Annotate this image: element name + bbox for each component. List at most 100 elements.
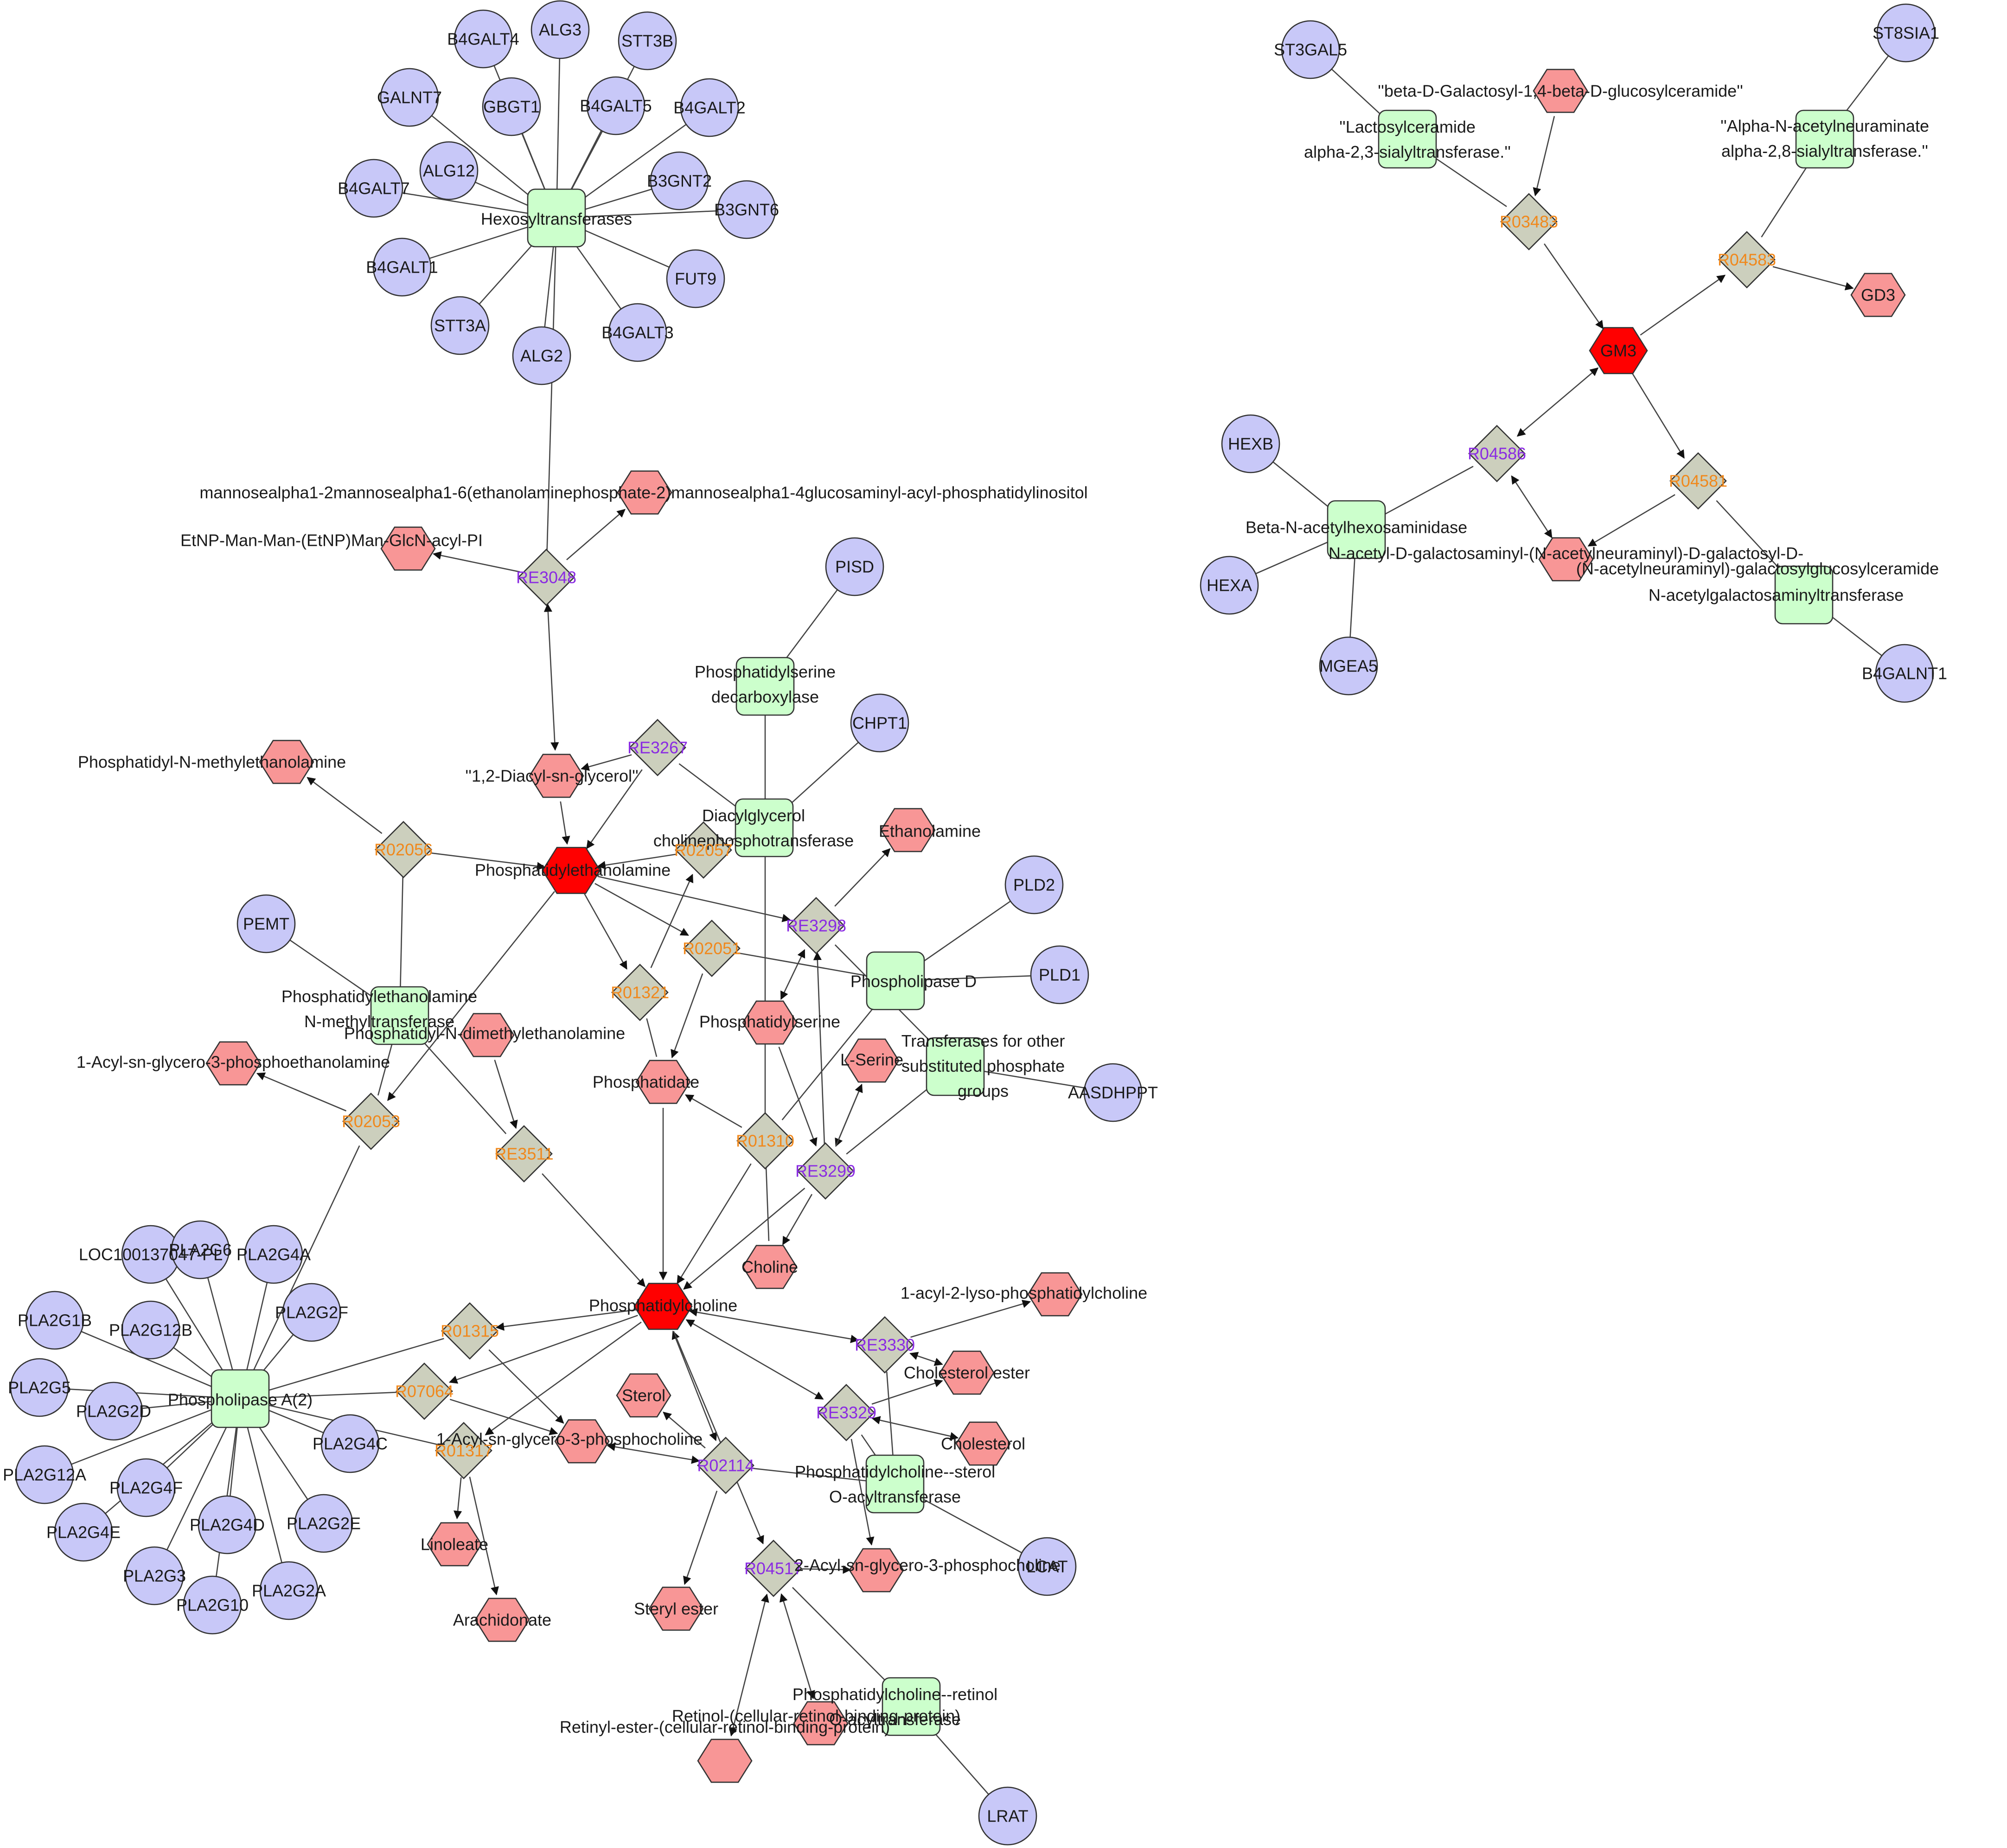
compound-node-cmpd_cholesterol_ester[interactable] [939, 1350, 995, 1395]
compound-node-cmpd_ga2[interactable] [1538, 537, 1594, 582]
gene-node-CHPT1[interactable] [850, 693, 909, 753]
compound-node-cmpd_steryl_ester[interactable] [648, 1586, 704, 1631]
gene-node-B4GALT2[interactable] [680, 78, 739, 137]
gene-node-GALNT7[interactable] [380, 68, 439, 127]
gene-node-ALG2[interactable] [512, 326, 571, 385]
gene-node-PLD2[interactable] [1004, 855, 1064, 914]
gene-node-STT3A[interactable] [430, 296, 490, 355]
gene-node-LCAT[interactable] [1017, 1537, 1077, 1596]
enzyme-node-PEMT_enzyme[interactable] [370, 986, 429, 1045]
compound-node-cmpd_lyso_pc[interactable] [554, 1419, 610, 1464]
hub-node-GM3[interactable] [1589, 327, 1648, 374]
gene-node-PLA2G1B[interactable] [25, 1291, 84, 1350]
reaction-node-R03483[interactable] [1500, 193, 1558, 250]
compound-node-cmpd_2acyl_lyso_pc[interactable] [849, 1548, 904, 1592]
compound-node-cmpd_linoleate[interactable] [427, 1522, 482, 1567]
gene-node-ST3GAL5[interactable] [1281, 20, 1340, 79]
enzyme-node-Hexosyltransferases[interactable] [527, 188, 586, 248]
gene-node-B4GALT7[interactable] [344, 159, 403, 218]
gene-node-FUT9[interactable] [666, 249, 725, 308]
gene-node-PLA2G4E[interactable] [54, 1503, 113, 1562]
enzyme-node-DAG_cpt[interactable] [735, 798, 794, 857]
gene-node-PLA2G2F[interactable] [282, 1283, 341, 1342]
reaction-node-R02053[interactable] [342, 1093, 400, 1150]
gene-node-PLA2G2D[interactable] [84, 1381, 143, 1441]
gene-node-PISD[interactable] [825, 537, 884, 596]
enzyme-node-Beta_hexosaminidase[interactable] [1327, 500, 1386, 559]
reaction-node-RE3267[interactable] [629, 719, 686, 776]
compound-node-cmpd_cholesterol[interactable] [955, 1421, 1011, 1466]
reaction-node-R01310[interactable] [736, 1112, 794, 1170]
reaction-node-R02057[interactable] [675, 821, 732, 879]
gene-node-PEMT[interactable] [236, 894, 296, 953]
gene-node-GBGT1[interactable] [482, 77, 541, 136]
gene-node-LRAT[interactable] [978, 1786, 1037, 1846]
compound-node-cmpd_lyso_pe[interactable] [205, 1041, 261, 1086]
reaction-node-R07064[interactable] [396, 1362, 453, 1420]
compound-node-cmpd_sterol[interactable] [616, 1373, 671, 1418]
gene-node-PLA2G6[interactable] [171, 1220, 230, 1279]
hub-node-PE[interactable] [542, 847, 601, 894]
compound-node-cmpd_acyl2lyso_pc[interactable] [1027, 1272, 1083, 1317]
compound-node-cmpd_lserine[interactable] [844, 1038, 900, 1083]
compound-node-cmpd_dag[interactable] [529, 754, 584, 798]
gene-node-B4GALT5[interactable] [586, 76, 646, 135]
gene-node-PLA2G4F[interactable] [116, 1458, 176, 1517]
compound-node-cmpd_gd3[interactable] [1850, 273, 1906, 317]
enzyme-node-PLA2[interactable] [211, 1369, 270, 1428]
gene-node-B3GNT2[interactable] [650, 151, 709, 211]
gene-node-PLA2G4A[interactable] [244, 1225, 303, 1284]
gene-node-PLA2G12B[interactable] [121, 1300, 180, 1360]
reaction-node-R04583[interactable] [1718, 231, 1776, 288]
reaction-node-R01321[interactable] [611, 964, 669, 1021]
reaction-node-RE3330[interactable] [856, 1316, 914, 1374]
reaction-node-R02051[interactable] [683, 920, 741, 977]
gene-node-PLA2G5[interactable] [10, 1358, 69, 1417]
gene-node-PLD1[interactable] [1030, 945, 1089, 1004]
gene-node-B3GNT6[interactable] [717, 180, 776, 239]
compound-node-cmpd_pdme[interactable] [459, 1013, 515, 1057]
compound-node-cmpd_phosphatidate[interactable] [635, 1060, 691, 1104]
gene-node-PLA2G2A[interactable] [259, 1561, 319, 1620]
gene-node-HEXA[interactable] [1200, 556, 1259, 615]
gene-node-PLA2G3[interactable] [125, 1546, 184, 1605]
compound-node-cmpd_lactosylcer[interactable] [1533, 69, 1588, 113]
gene-node-B4GALT1[interactable] [372, 237, 432, 297]
reaction-node-RE3048[interactable] [518, 549, 575, 606]
compound-node-cmpd_retinol_crbp[interactable] [793, 1701, 849, 1746]
enzyme-node-PLD[interactable] [866, 951, 925, 1010]
enzyme-node-Alpha_N_st[interactable] [1795, 109, 1854, 169]
reaction-node-R01315[interactable] [441, 1302, 499, 1360]
gene-node-ST8SIA1[interactable] [1876, 3, 1936, 63]
hub-node-PC[interactable] [633, 1283, 693, 1330]
compound-node-cmpd_retinyl_ester_crbp[interactable] [697, 1739, 753, 1783]
enzyme-node-Transferases_other[interactable] [926, 1037, 985, 1096]
gene-node-B4GALT3[interactable] [608, 303, 667, 362]
reaction-node-RE3299[interactable] [797, 1142, 854, 1200]
gene-node-B4GALNT1[interactable] [1875, 644, 1934, 703]
reaction-node-R02056[interactable] [375, 821, 432, 878]
gene-node-B4GALT4[interactable] [454, 9, 513, 69]
reaction-node-RE3329[interactable] [818, 1384, 875, 1441]
gene-node-PLA2G12A[interactable] [15, 1445, 74, 1504]
reaction-node-R04517[interactable] [745, 1540, 802, 1597]
compound-node-cmpd_choline[interactable] [742, 1245, 798, 1289]
gene-node-PLA2G4C[interactable] [320, 1414, 380, 1473]
gene-node-PLA2G4D[interactable] [198, 1495, 257, 1554]
enzyme-node-PC_retinol_at[interactable] [882, 1677, 941, 1736]
gene-node-PLA2G2E[interactable] [294, 1494, 353, 1553]
compound-node-cmpd_arachidonate[interactable] [474, 1598, 530, 1642]
enzyme-node-PS_decarboxylase[interactable] [735, 657, 795, 716]
reaction-node-R01317[interactable] [435, 1422, 492, 1479]
gene-node-AASDHPPT[interactable] [1083, 1063, 1143, 1122]
enzyme-node-GalNAc_transferase[interactable] [1774, 565, 1834, 625]
compound-node-cmpd_ps[interactable] [742, 1000, 798, 1045]
reaction-node-R04586[interactable] [1468, 425, 1526, 482]
gene-node-HEXB[interactable] [1221, 414, 1280, 473]
compound-node-cmpd_mannose[interactable] [617, 470, 672, 515]
enzyme-node-PC_sterol_at[interactable] [865, 1454, 925, 1514]
gene-node-STT3B[interactable] [618, 11, 677, 70]
reaction-node-RE3511[interactable] [495, 1125, 553, 1183]
compound-node-cmpd_pnme[interactable] [259, 740, 314, 784]
reaction-node-R04581[interactable] [1669, 452, 1727, 510]
